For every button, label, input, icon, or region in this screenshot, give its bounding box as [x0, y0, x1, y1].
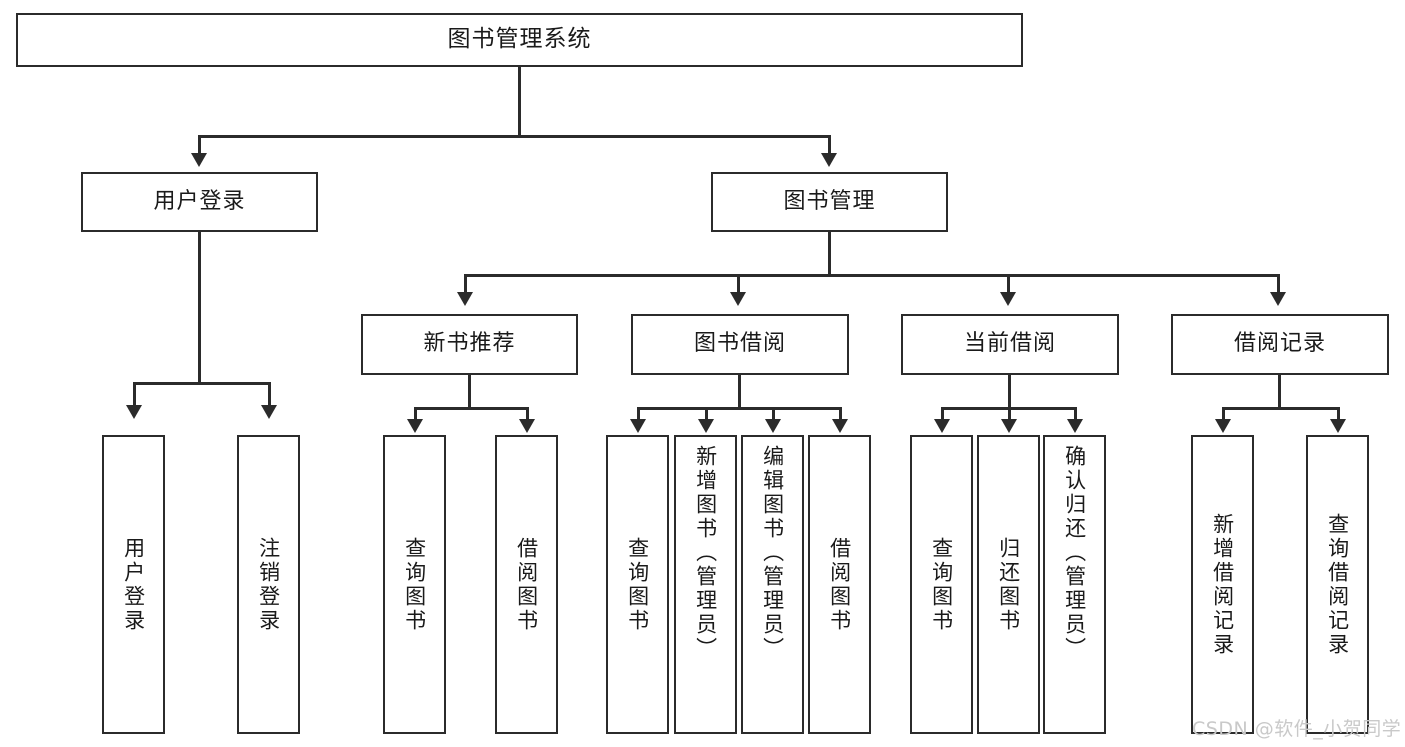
leaf-current-borrow-query-book[interactable]: 查询图书 [910, 435, 973, 734]
connector-current-borrow-stem [1008, 375, 1011, 407]
arrowhead-to-borrow-record [1270, 292, 1286, 306]
connector-user-login-drop-1 [133, 382, 136, 407]
arrowhead-to-book-management [821, 153, 837, 167]
leaf-borrow-record-add-record[interactable]: 新增借阅记录 [1191, 435, 1254, 734]
leaf-new-book-borrow-book[interactable]: 借阅图书 [495, 435, 558, 734]
leaf-new-book-query-book[interactable]: 查询图书 [383, 435, 446, 734]
connector-new-book-stem [468, 375, 471, 407]
node-book-borrow[interactable]: 图书借阅 [631, 314, 849, 375]
arrowhead-to-new-book-recommend [457, 292, 473, 306]
connector-book-borrow-bus [637, 407, 841, 410]
connector-book-borrow-drop-3 [772, 407, 775, 421]
node-book-management[interactable]: 图书管理 [711, 172, 948, 232]
arrowhead-leaf-new-book-2 [519, 419, 535, 433]
leaf-borrow-record-query-record[interactable]: 查询借阅记录 [1306, 435, 1369, 734]
arrowhead-leaf-user-login-2 [261, 405, 277, 419]
connector-current-borrow-drop-2 [1008, 407, 1011, 421]
connector-level3-drop-3 [1007, 274, 1010, 294]
arrowhead-leaf-current-borrow-1 [934, 419, 950, 433]
leaf-current-borrow-return-book[interactable]: 归还图书 [977, 435, 1040, 734]
node-borrow-record[interactable]: 借阅记录 [1171, 314, 1389, 375]
arrowhead-to-current-borrow [1000, 292, 1016, 306]
arrowhead-leaf-book-borrow-2 [698, 419, 714, 433]
node-root-book-management-system[interactable]: 图书管理系统 [16, 13, 1023, 67]
node-new-book-recommend[interactable]: 新书推荐 [361, 314, 578, 375]
connector-new-book-drop-1 [414, 407, 417, 421]
connector-level3-drop-1 [464, 274, 467, 294]
node-user-login[interactable]: 用户登录 [81, 172, 318, 232]
arrowhead-leaf-current-borrow-3 [1067, 419, 1083, 433]
leaf-book-borrow-edit-book-admin[interactable]: 编辑图书（管理员） [741, 435, 804, 734]
connector-borrow-record-stem [1278, 375, 1281, 407]
arrowhead-leaf-book-borrow-4 [832, 419, 848, 433]
node-current-borrow[interactable]: 当前借阅 [901, 314, 1119, 375]
connector-level3-bus [464, 274, 1280, 277]
connector-user-login-stem [198, 232, 201, 382]
leaf-user-login-login[interactable]: 用户登录 [102, 435, 165, 734]
csdn-watermark: CSDN @软件_小贺同学 [1192, 718, 1402, 740]
connector-root-bus [198, 135, 831, 138]
connector-borrow-record-bus [1222, 407, 1340, 410]
leaf-book-borrow-add-book-admin[interactable]: 新增图书（管理员） [674, 435, 737, 734]
connector-book-borrow-drop-4 [839, 407, 842, 421]
arrowhead-leaf-book-borrow-3 [765, 419, 781, 433]
arrowhead-leaf-borrow-record-1 [1215, 419, 1231, 433]
connector-user-login-bus [133, 382, 271, 385]
connector-borrow-record-drop-1 [1222, 407, 1225, 421]
connector-root-stem [518, 67, 521, 135]
connector-new-book-drop-2 [526, 407, 529, 421]
leaf-current-borrow-confirm-return-admin[interactable]: 确认归还（管理员） [1043, 435, 1106, 734]
arrowhead-leaf-current-borrow-2 [1001, 419, 1017, 433]
arrowhead-leaf-new-book-1 [407, 419, 423, 433]
connector-level3-drop-4 [1277, 274, 1280, 294]
connector-book-borrow-drop-1 [637, 407, 640, 421]
connector-root-drop-left [198, 135, 201, 155]
connector-new-book-bus [414, 407, 529, 410]
connector-book-borrow-stem [738, 375, 741, 407]
connector-book-borrow-drop-2 [705, 407, 708, 421]
leaf-user-login-logout[interactable]: 注销登录 [237, 435, 300, 734]
arrowhead-to-book-borrow [730, 292, 746, 306]
arrowhead-leaf-user-login-1 [126, 405, 142, 419]
arrowhead-to-user-login [191, 153, 207, 167]
arrowhead-leaf-book-borrow-1 [630, 419, 646, 433]
connector-user-login-drop-2 [268, 382, 271, 407]
leaf-book-borrow-query-book[interactable]: 查询图书 [606, 435, 669, 734]
connector-book-management-stem [828, 232, 831, 274]
leaf-book-borrow-borrow-book[interactable]: 借阅图书 [808, 435, 871, 734]
connector-level3-drop-2 [737, 274, 740, 294]
connector-root-drop-right [828, 135, 831, 155]
connector-current-borrow-drop-3 [1074, 407, 1077, 421]
connector-borrow-record-drop-2 [1337, 407, 1340, 421]
connector-current-borrow-drop-1 [941, 407, 944, 421]
arrowhead-leaf-borrow-record-2 [1330, 419, 1346, 433]
